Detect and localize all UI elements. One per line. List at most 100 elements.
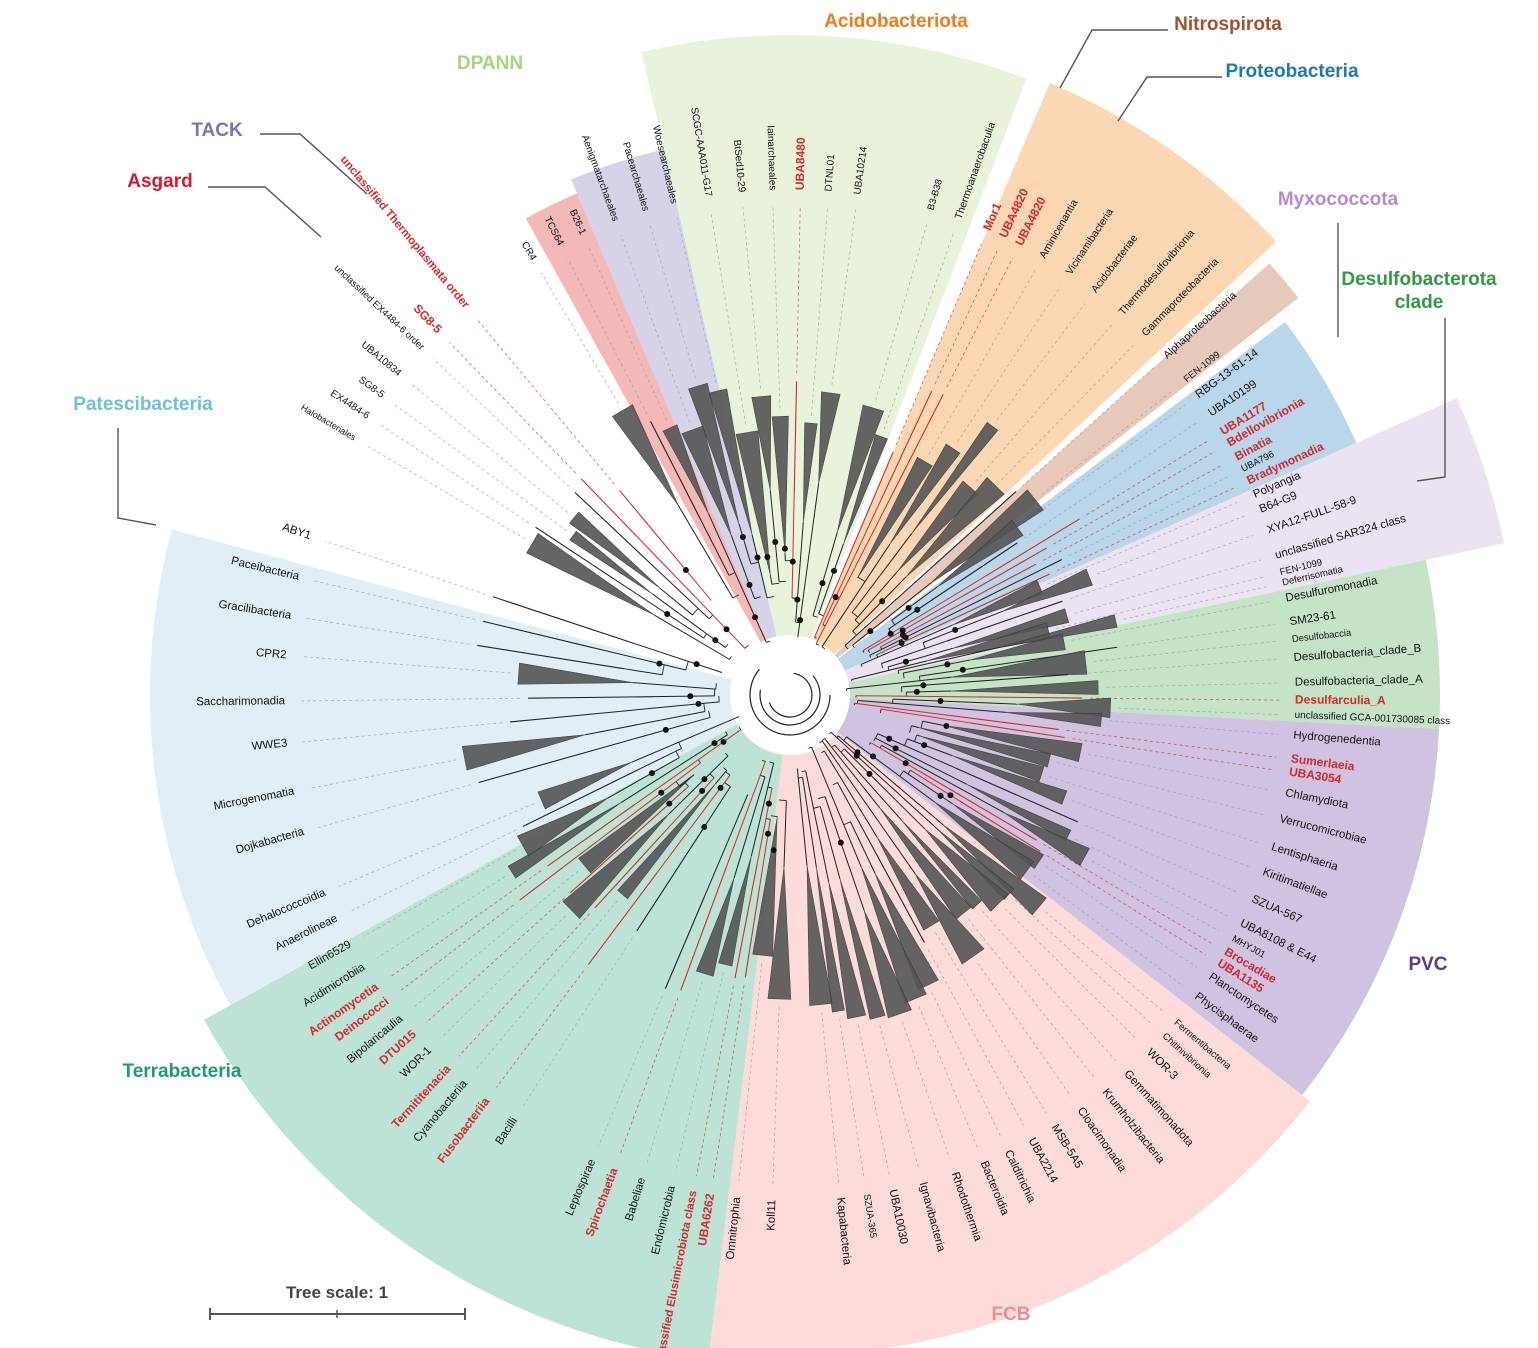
internal-branch (715, 770, 728, 785)
guide-line (350, 829, 517, 912)
sibling-arc (821, 738, 825, 741)
support-node (921, 742, 928, 749)
internal-branch (906, 690, 952, 693)
internal-branch (640, 747, 682, 770)
internal-branch (631, 716, 740, 763)
guide-line (324, 540, 486, 595)
support-node (739, 533, 746, 540)
collapsed-clade (901, 819, 982, 910)
internal-branch (850, 821, 876, 874)
leaf-branch (547, 804, 635, 867)
internal-branch (876, 634, 918, 656)
guide-line (588, 247, 668, 421)
internal-branch (824, 738, 881, 809)
collapsed-clade (918, 727, 1051, 768)
guide-line (883, 232, 954, 430)
internal-branch (891, 586, 938, 621)
support-node (662, 726, 669, 733)
internal-branch (815, 491, 894, 645)
internal-branch (660, 777, 715, 837)
guide-line (380, 424, 530, 524)
tree-branches (461, 381, 1118, 1020)
group-label: Terrabacteria (123, 1061, 242, 1082)
sibling-arc (815, 643, 819, 646)
guide-line (474, 900, 618, 1071)
guide-line (440, 915, 566, 1039)
collapsed-clade (937, 519, 1024, 587)
internal-branch (919, 661, 1019, 677)
internal-branch (769, 575, 773, 585)
collapsed-clade (863, 910, 912, 1019)
guide-line (318, 784, 472, 828)
leaf-label: SG8-5 (411, 301, 445, 336)
guide-line (1053, 451, 1216, 545)
group-bg-5 (837, 321, 1357, 671)
collapsed-clade (879, 807, 972, 920)
collapsed-clade (578, 774, 695, 874)
support-node (701, 776, 708, 783)
collapsed-clade (662, 424, 709, 514)
leaf-label: UBA10834 (359, 340, 404, 379)
internal-branch (922, 610, 1004, 644)
collapsed-clade (1004, 812, 1090, 867)
guide-line (895, 243, 982, 445)
collapsed-clade (611, 404, 679, 506)
support-node (720, 738, 727, 745)
internal-branch (791, 493, 795, 599)
tree-scale: Tree scale: 1 (209, 1283, 466, 1320)
sibling-arc (708, 710, 711, 718)
callout-line (260, 133, 368, 195)
guide-line (425, 897, 565, 1024)
support-node (695, 700, 702, 707)
leaf-branch (587, 872, 658, 965)
internal-branch (656, 774, 731, 874)
leaf-branch (930, 491, 1017, 569)
guide-line (875, 224, 928, 401)
collapsed-clade (816, 867, 845, 1013)
collapsed-clade (952, 580, 1044, 626)
group-label: PVC (1408, 954, 1447, 975)
guide-line (1066, 730, 1277, 758)
collapsed-clade (1006, 712, 1103, 727)
guide-line (449, 342, 576, 474)
internal-branch (880, 708, 970, 724)
guide-line (996, 303, 1086, 421)
group-label: FCB (991, 1304, 1030, 1325)
support-node (746, 581, 753, 588)
internal-branch (854, 702, 950, 716)
sibling-arc (832, 782, 838, 786)
leaf-branch (482, 620, 596, 649)
support-node (789, 558, 796, 565)
collapsed-clade (562, 813, 670, 919)
collapsed-clade (951, 650, 1088, 678)
internal-branch (846, 676, 952, 690)
guide-line (389, 870, 542, 978)
guide-line (476, 318, 615, 485)
sibling-arc (703, 633, 708, 639)
support-node (867, 628, 874, 635)
group-label: Proteobacteria (1225, 61, 1358, 82)
support-node (866, 770, 873, 777)
sibling-arc (814, 636, 817, 639)
leaf-label: Iainarchaeales (764, 125, 777, 190)
guide-line (928, 270, 1036, 455)
support-node (869, 753, 876, 760)
group-bg-11 (150, 529, 738, 1006)
collapsed-clade (569, 511, 661, 589)
internal-branch (702, 786, 731, 831)
internal-branch (733, 776, 766, 879)
leaf-branch (650, 421, 702, 521)
leaf-label: Desulfobacteria_clade_A (1295, 674, 1423, 689)
collapsed-clade (461, 734, 586, 771)
internal-branch (887, 647, 953, 668)
guide-line (821, 1012, 840, 1183)
leaf-branch (619, 490, 678, 561)
sibling-arc (729, 656, 732, 660)
leaf-branch (744, 885, 761, 978)
leaf-branch (734, 862, 759, 979)
internal-branch (708, 513, 767, 643)
collapsed-clade (943, 725, 1083, 762)
leaf-branch (594, 835, 662, 909)
guide-line (1056, 487, 1235, 571)
